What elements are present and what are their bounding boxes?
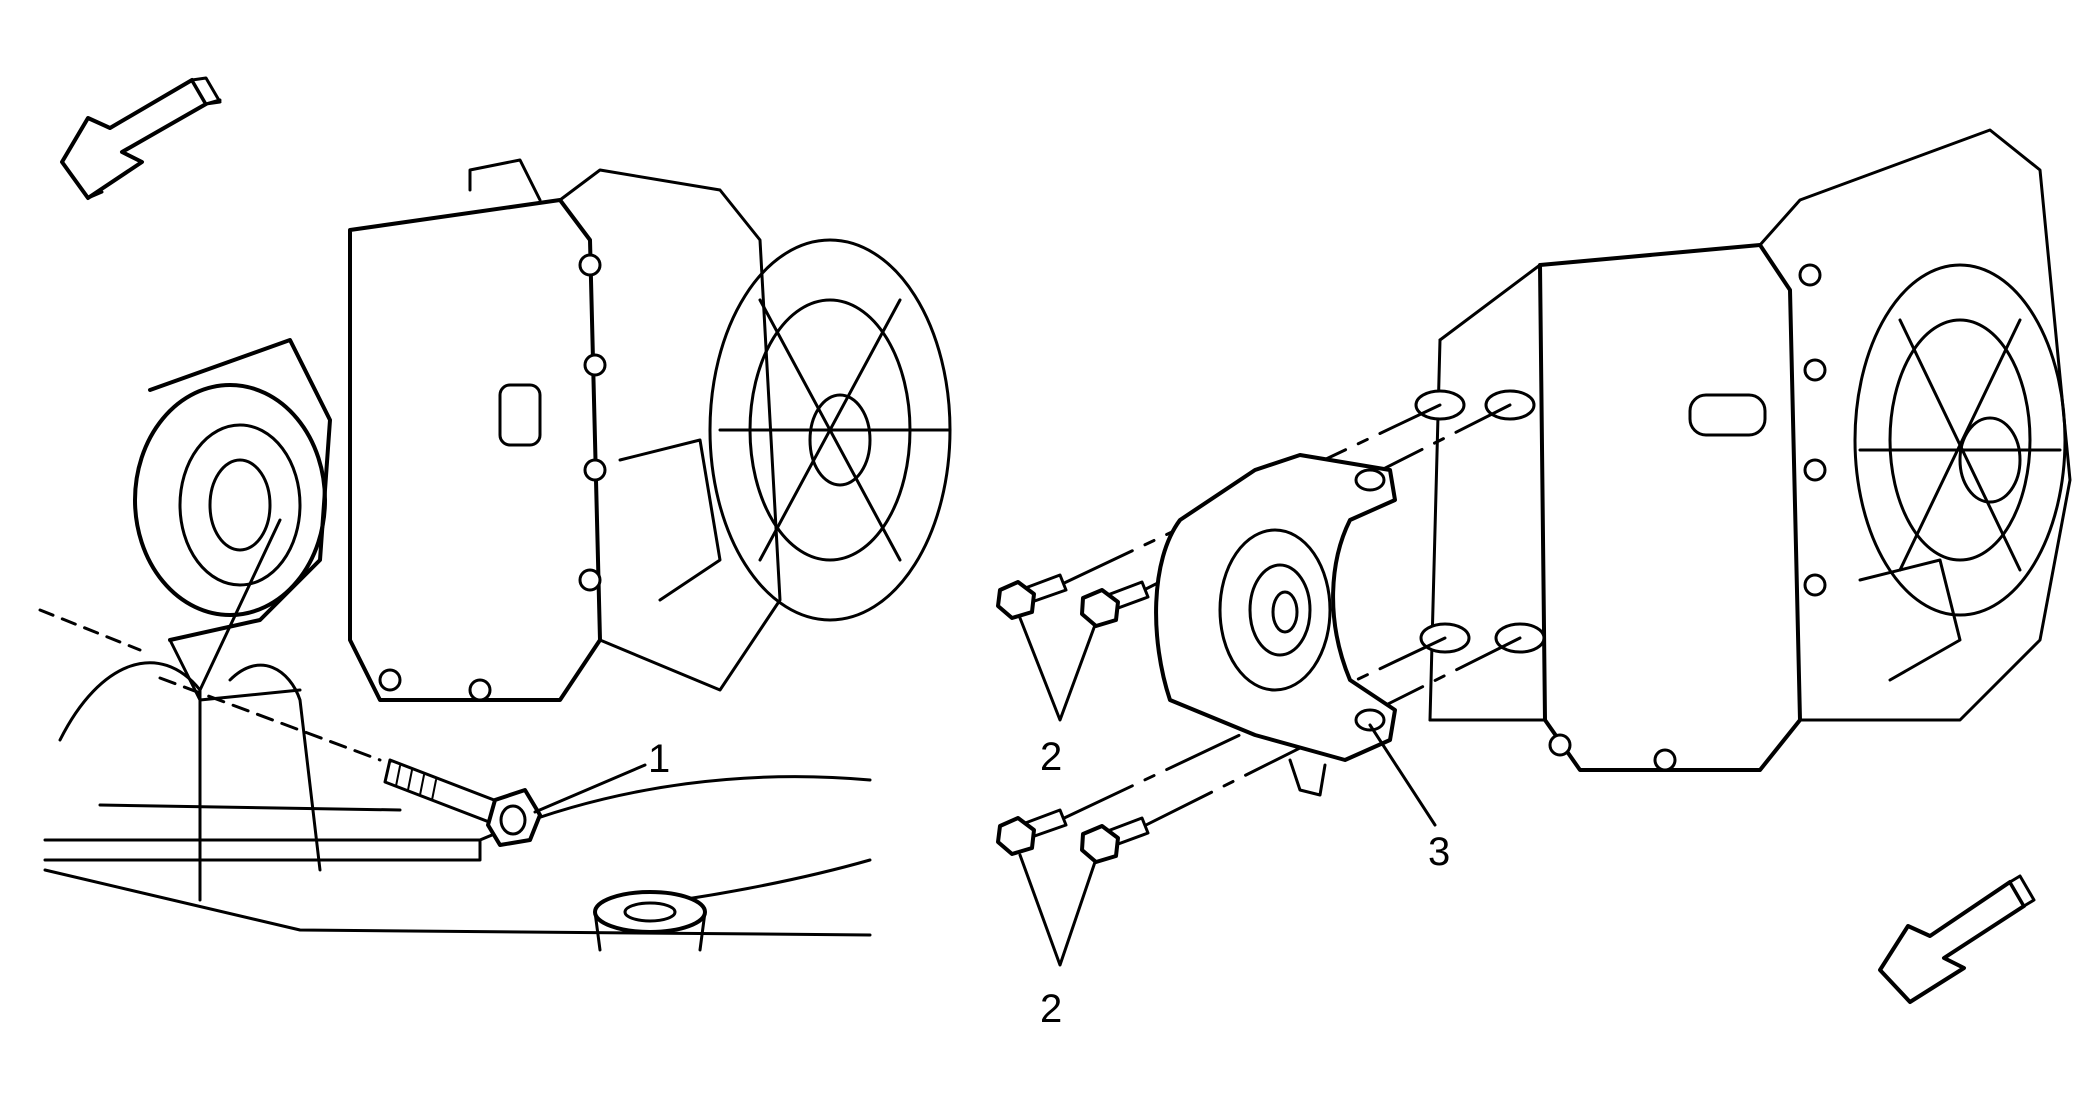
callout-2a: 2	[1040, 735, 1062, 779]
callout-2b: 2	[1040, 987, 1062, 1031]
left-view-installed: 1	[38, 76, 952, 952]
subframe-bushing	[593, 890, 707, 952]
callout-1: 1	[648, 737, 670, 781]
forward-direction-arrow-icon	[1878, 874, 2036, 1004]
callout-2a-leader	[1018, 616, 1097, 722]
callout-3: 3	[1428, 830, 1450, 874]
callout-2b-leader	[1018, 853, 1097, 967]
mount-bolt-lower-right	[1080, 816, 1150, 864]
transmission-mount-installed	[133, 338, 332, 702]
right-view-exploded: 3 2 2	[996, 128, 2072, 1031]
callout-1-leader	[533, 763, 647, 814]
transmission-mount	[1154, 453, 1397, 797]
callout-3-leader	[1368, 723, 1437, 827]
mount-bolt-upper-right	[1080, 580, 1150, 628]
transmission-housing-left	[348, 158, 952, 702]
mount-bolt-lower-left	[996, 808, 1068, 856]
forward-direction-arrow-icon	[60, 76, 222, 200]
mount-through-bolt	[383, 758, 542, 847]
mount-bolt-upper-left	[996, 573, 1068, 620]
transmission-housing-right	[1414, 128, 2072, 772]
